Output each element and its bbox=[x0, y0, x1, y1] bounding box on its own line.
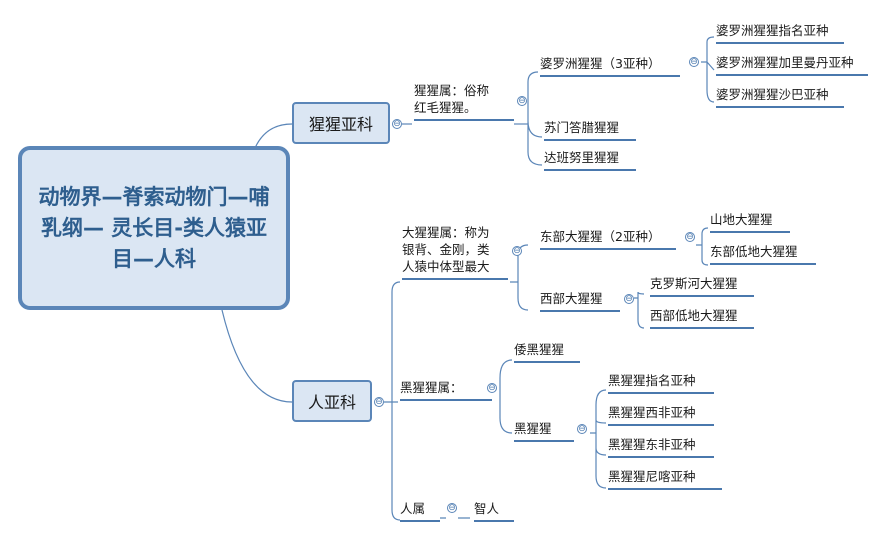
root-node[interactable]: 动物界—脊索动物门—哺乳纲— 灵长目-类人猿亚目—人科 bbox=[18, 146, 290, 310]
subspecies-label: 西部低地大猩猩 bbox=[650, 308, 738, 323]
subspecies-label: 黑猩猩指名亚种 bbox=[608, 373, 696, 388]
species-chimpanzee-label: 黑猩猩 bbox=[514, 421, 552, 436]
species-sumatra-label: 苏门答腊猩猩 bbox=[544, 120, 620, 135]
link-genus-species bbox=[527, 71, 543, 166]
genus-homo[interactable]: 人属 bbox=[400, 500, 440, 522]
subspecies-eastern-lowland[interactable]: 东部低地大猩猩 bbox=[710, 243, 816, 265]
genus-gorilla-line3: 人猿中体型最大 bbox=[402, 259, 490, 274]
species-tapanuli[interactable]: 达班努里猩猩 bbox=[544, 149, 636, 171]
species-western-gorilla-label: 西部大猩猩 bbox=[540, 291, 603, 306]
collapse-icon[interactable]: ⊖ bbox=[392, 119, 402, 129]
collapse-icon[interactable]: ⊖ bbox=[374, 397, 384, 407]
link-borneo-subs bbox=[701, 36, 715, 103]
subfamily-human-label: 人亚科 bbox=[307, 393, 356, 412]
genus-pan[interactable]: 黑猩猩属： bbox=[400, 379, 492, 401]
subspecies-western-lowland[interactable]: 西部低地大猩猩 bbox=[650, 307, 754, 329]
genus-gorilla-line2: 银背、金刚，类 bbox=[402, 242, 490, 257]
species-bonobo[interactable]: 倭黑猩猩 bbox=[514, 341, 580, 363]
subspecies-cross-river[interactable]: 克罗斯河大猩猩 bbox=[650, 275, 754, 297]
species-sumatra[interactable]: 苏门答腊猩猩 bbox=[544, 119, 636, 141]
genus-pongo-line2: 红毛猩猩。 bbox=[414, 100, 477, 115]
link-sub2-genera bbox=[384, 281, 401, 521]
subspecies-chimp-3[interactable]: 黑猩猩东非亚种 bbox=[608, 436, 714, 458]
subspecies-chimp-4[interactable]: 黑猩猩尼喀亚种 bbox=[608, 468, 722, 490]
subspecies-borneo-3[interactable]: 婆罗洲猩猩沙巴亚种 bbox=[716, 86, 844, 108]
genus-homo-label: 人属 bbox=[400, 501, 426, 516]
subspecies-borneo-2[interactable]: 婆罗洲猩猩加里曼丹亚种 bbox=[716, 54, 868, 76]
collapse-icon[interactable]: ⊖ bbox=[517, 96, 527, 106]
collapse-icon[interactable]: ⊖ bbox=[447, 503, 457, 513]
subspecies-label: 东部低地大猩猩 bbox=[710, 244, 798, 259]
collapse-icon[interactable]: ⊖ bbox=[512, 246, 522, 256]
subspecies-label: 黑猩猩西非亚种 bbox=[608, 405, 696, 420]
subspecies-label: 婆罗洲猩猩加里曼丹亚种 bbox=[716, 55, 854, 70]
link-root-human bbox=[221, 309, 293, 403]
genus-pongo-line1: 猩猩属：俗称 bbox=[414, 83, 490, 98]
subspecies-label: 黑猩猩尼喀亚种 bbox=[608, 469, 696, 484]
collapse-icon[interactable]: ⊖ bbox=[577, 424, 587, 434]
species-eastern-gorilla-label: 东部大猩猩（2亚种） bbox=[540, 229, 661, 244]
genus-gorilla[interactable]: 大猩猩属：称为 银背、金刚，类 人猿中体型最大 bbox=[402, 224, 508, 280]
genus-pan-label: 黑猩猩属： bbox=[400, 380, 463, 395]
root-title: 动物界—脊索动物门—哺乳纲— 灵长目-类人猿亚目—人科 bbox=[38, 184, 270, 271]
species-sapiens-label: 智人 bbox=[474, 501, 500, 516]
collapse-icon[interactable]: ⊖ bbox=[685, 232, 695, 242]
link-western-subs bbox=[634, 291, 645, 329]
subspecies-label: 婆罗洲猩猩指名亚种 bbox=[716, 23, 829, 38]
species-eastern-gorilla[interactable]: 东部大猩猩（2亚种） bbox=[540, 228, 676, 250]
subspecies-chimp-1[interactable]: 黑猩猩指名亚种 bbox=[608, 372, 714, 394]
subspecies-borneo-1[interactable]: 婆罗洲猩猩指名亚种 bbox=[716, 22, 844, 44]
species-chimpanzee[interactable]: 黑猩猩 bbox=[514, 420, 574, 442]
link-chimp-subs bbox=[590, 389, 607, 489]
link-eastern-subs bbox=[696, 227, 709, 266]
link-chimp-species bbox=[499, 359, 513, 434]
link-root-orangutan bbox=[254, 123, 293, 149]
collapse-icon[interactable]: ⊖ bbox=[689, 57, 699, 67]
subspecies-mountain-gorilla[interactable]: 山地大猩猩 bbox=[710, 211, 790, 233]
species-borneo-label: 婆罗洲猩猩（3亚种） bbox=[540, 56, 661, 71]
subspecies-chimp-2[interactable]: 黑猩猩西非亚种 bbox=[608, 404, 714, 426]
collapse-icon[interactable]: ⊖ bbox=[487, 383, 497, 393]
subfamily-orangutan[interactable]: 猩猩亚科 bbox=[292, 102, 390, 144]
species-borneo[interactable]: 婆罗洲猩猩（3亚种） bbox=[540, 55, 680, 77]
subspecies-label: 山地大猩猩 bbox=[710, 212, 773, 227]
species-western-gorilla[interactable]: 西部大猩猩 bbox=[540, 290, 620, 312]
species-tapanuli-label: 达班努里猩猩 bbox=[544, 150, 620, 165]
subfamily-orangutan-label: 猩猩亚科 bbox=[308, 115, 373, 134]
subspecies-label: 婆罗洲猩猩沙巴亚种 bbox=[716, 87, 829, 102]
collapse-icon[interactable]: ⊖ bbox=[624, 294, 634, 304]
species-bonobo-label: 倭黑猩猩 bbox=[514, 342, 565, 357]
subspecies-label: 黑猩猩东非亚种 bbox=[608, 437, 696, 452]
genus-pongo[interactable]: 猩猩属：俗称 红毛猩猩。 bbox=[414, 82, 514, 121]
subspecies-label: 克罗斯河大猩猩 bbox=[650, 276, 738, 291]
subfamily-human[interactable]: 人亚科 bbox=[292, 380, 372, 422]
genus-gorilla-line1: 大猩猩属：称为 bbox=[402, 225, 490, 240]
species-sapiens[interactable]: 智人 bbox=[474, 500, 514, 522]
